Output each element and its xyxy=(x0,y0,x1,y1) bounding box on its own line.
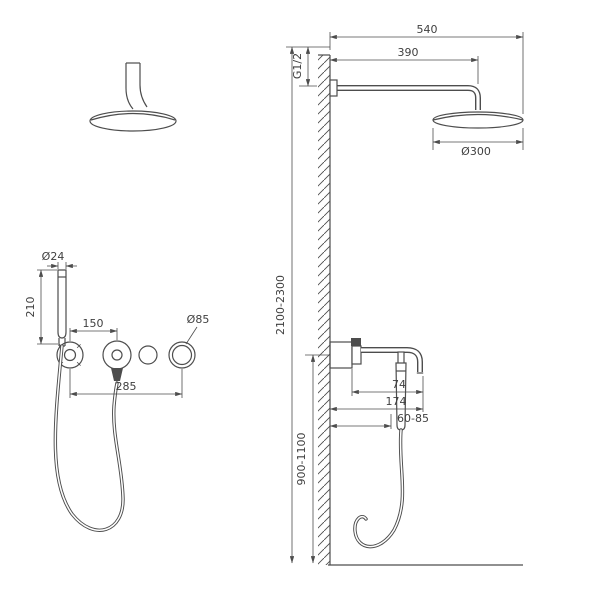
dimension-handshower-length: 210 xyxy=(24,269,58,345)
dimension-center-spacing: 150 xyxy=(69,317,118,341)
hand-shower-handle xyxy=(57,269,67,339)
dimension-recess-depth: 60-85 xyxy=(329,412,429,429)
dimension-label-540: 540 xyxy=(417,23,438,36)
extension-lines xyxy=(432,128,524,150)
hand-shower-hose-front xyxy=(53,344,125,532)
hand-shower-holder-side xyxy=(397,351,405,365)
dimension-label-150: 150 xyxy=(83,317,104,330)
shower-head-front xyxy=(89,110,177,132)
diverter-inner xyxy=(111,349,123,361)
leader-line xyxy=(185,326,198,345)
valve-assembly-side xyxy=(329,338,424,431)
dimension-label-o300: Ø300 xyxy=(461,145,491,158)
dimension-spout-reach: 74 xyxy=(351,369,424,412)
dimension-inlet-thread: G1/2 xyxy=(291,46,317,87)
concealed-valve-body xyxy=(329,341,353,369)
dimension-arm-overall-reach: 540 xyxy=(329,23,524,114)
outlet-inner xyxy=(63,348,77,362)
wall-section xyxy=(318,54,523,566)
shower-head-top-rim xyxy=(90,112,176,121)
arm-wall-flange xyxy=(329,79,338,97)
dimension-label-390: 390 xyxy=(398,46,419,59)
volume-knob xyxy=(138,345,158,365)
hand-shower-front xyxy=(57,269,67,347)
dimension-label-900-1100: 900-1100 xyxy=(295,433,308,486)
extension-lines xyxy=(57,262,67,269)
front-view: Ø24 210 xyxy=(24,62,210,532)
outlet-escutcheon xyxy=(56,341,84,369)
dimension-overall-reach: 174 xyxy=(329,395,424,412)
mixer-escutcheon-inner xyxy=(171,344,193,366)
dimension-label-2100-2300: 2100-2300 xyxy=(274,275,287,335)
side-view: 540 390 G1/2 Ø300 2100-2300 xyxy=(274,23,524,566)
wall-hatching xyxy=(318,55,330,565)
dimension-label-o24: Ø24 xyxy=(42,250,65,263)
overhead-shower-front xyxy=(89,62,177,132)
dimension-head-diameter: Ø300 xyxy=(432,128,524,158)
dimension-label-285: 285 xyxy=(116,380,137,393)
valve-lever xyxy=(351,338,361,346)
hand-shower-hose-side xyxy=(353,428,405,549)
dimension-label-174: 174 xyxy=(386,395,407,408)
dimension-label-60-85: 60-85 xyxy=(397,412,429,425)
dimension-handshower-diameter: Ø24 xyxy=(42,250,77,269)
shower-arm-right-edge xyxy=(139,63,148,108)
dimension-label-74: 74 xyxy=(392,378,406,391)
shower-arm-left-edge xyxy=(125,63,134,110)
dimension-label-210: 210 xyxy=(24,297,37,318)
dimension-label-o85: Ø85 xyxy=(187,313,210,326)
mixer-trim-front xyxy=(56,340,196,381)
shower-arm-side xyxy=(336,85,481,110)
extension-lines xyxy=(37,269,58,345)
diverter-escutcheon xyxy=(102,340,132,370)
dimension-trim-width: 285 xyxy=(69,369,183,398)
dimension-valve-mounting-height: 900-1100 xyxy=(295,354,330,564)
dimension-label-g12: G1/2 xyxy=(291,53,304,79)
shower-head-side-rim xyxy=(432,113,524,121)
dimension-head-mounting-height: 2100-2300 xyxy=(274,46,330,564)
mixer-escutcheon xyxy=(168,341,196,369)
dimension-arm-reach: 390 xyxy=(329,46,479,84)
valve-trim-side xyxy=(351,345,362,365)
extension-lines xyxy=(329,32,524,114)
overhead-shower-side xyxy=(329,79,524,129)
spout-side xyxy=(361,347,423,372)
dimension-escutcheon-diameter: Ø85 xyxy=(185,313,210,345)
hose-nut xyxy=(111,368,123,381)
